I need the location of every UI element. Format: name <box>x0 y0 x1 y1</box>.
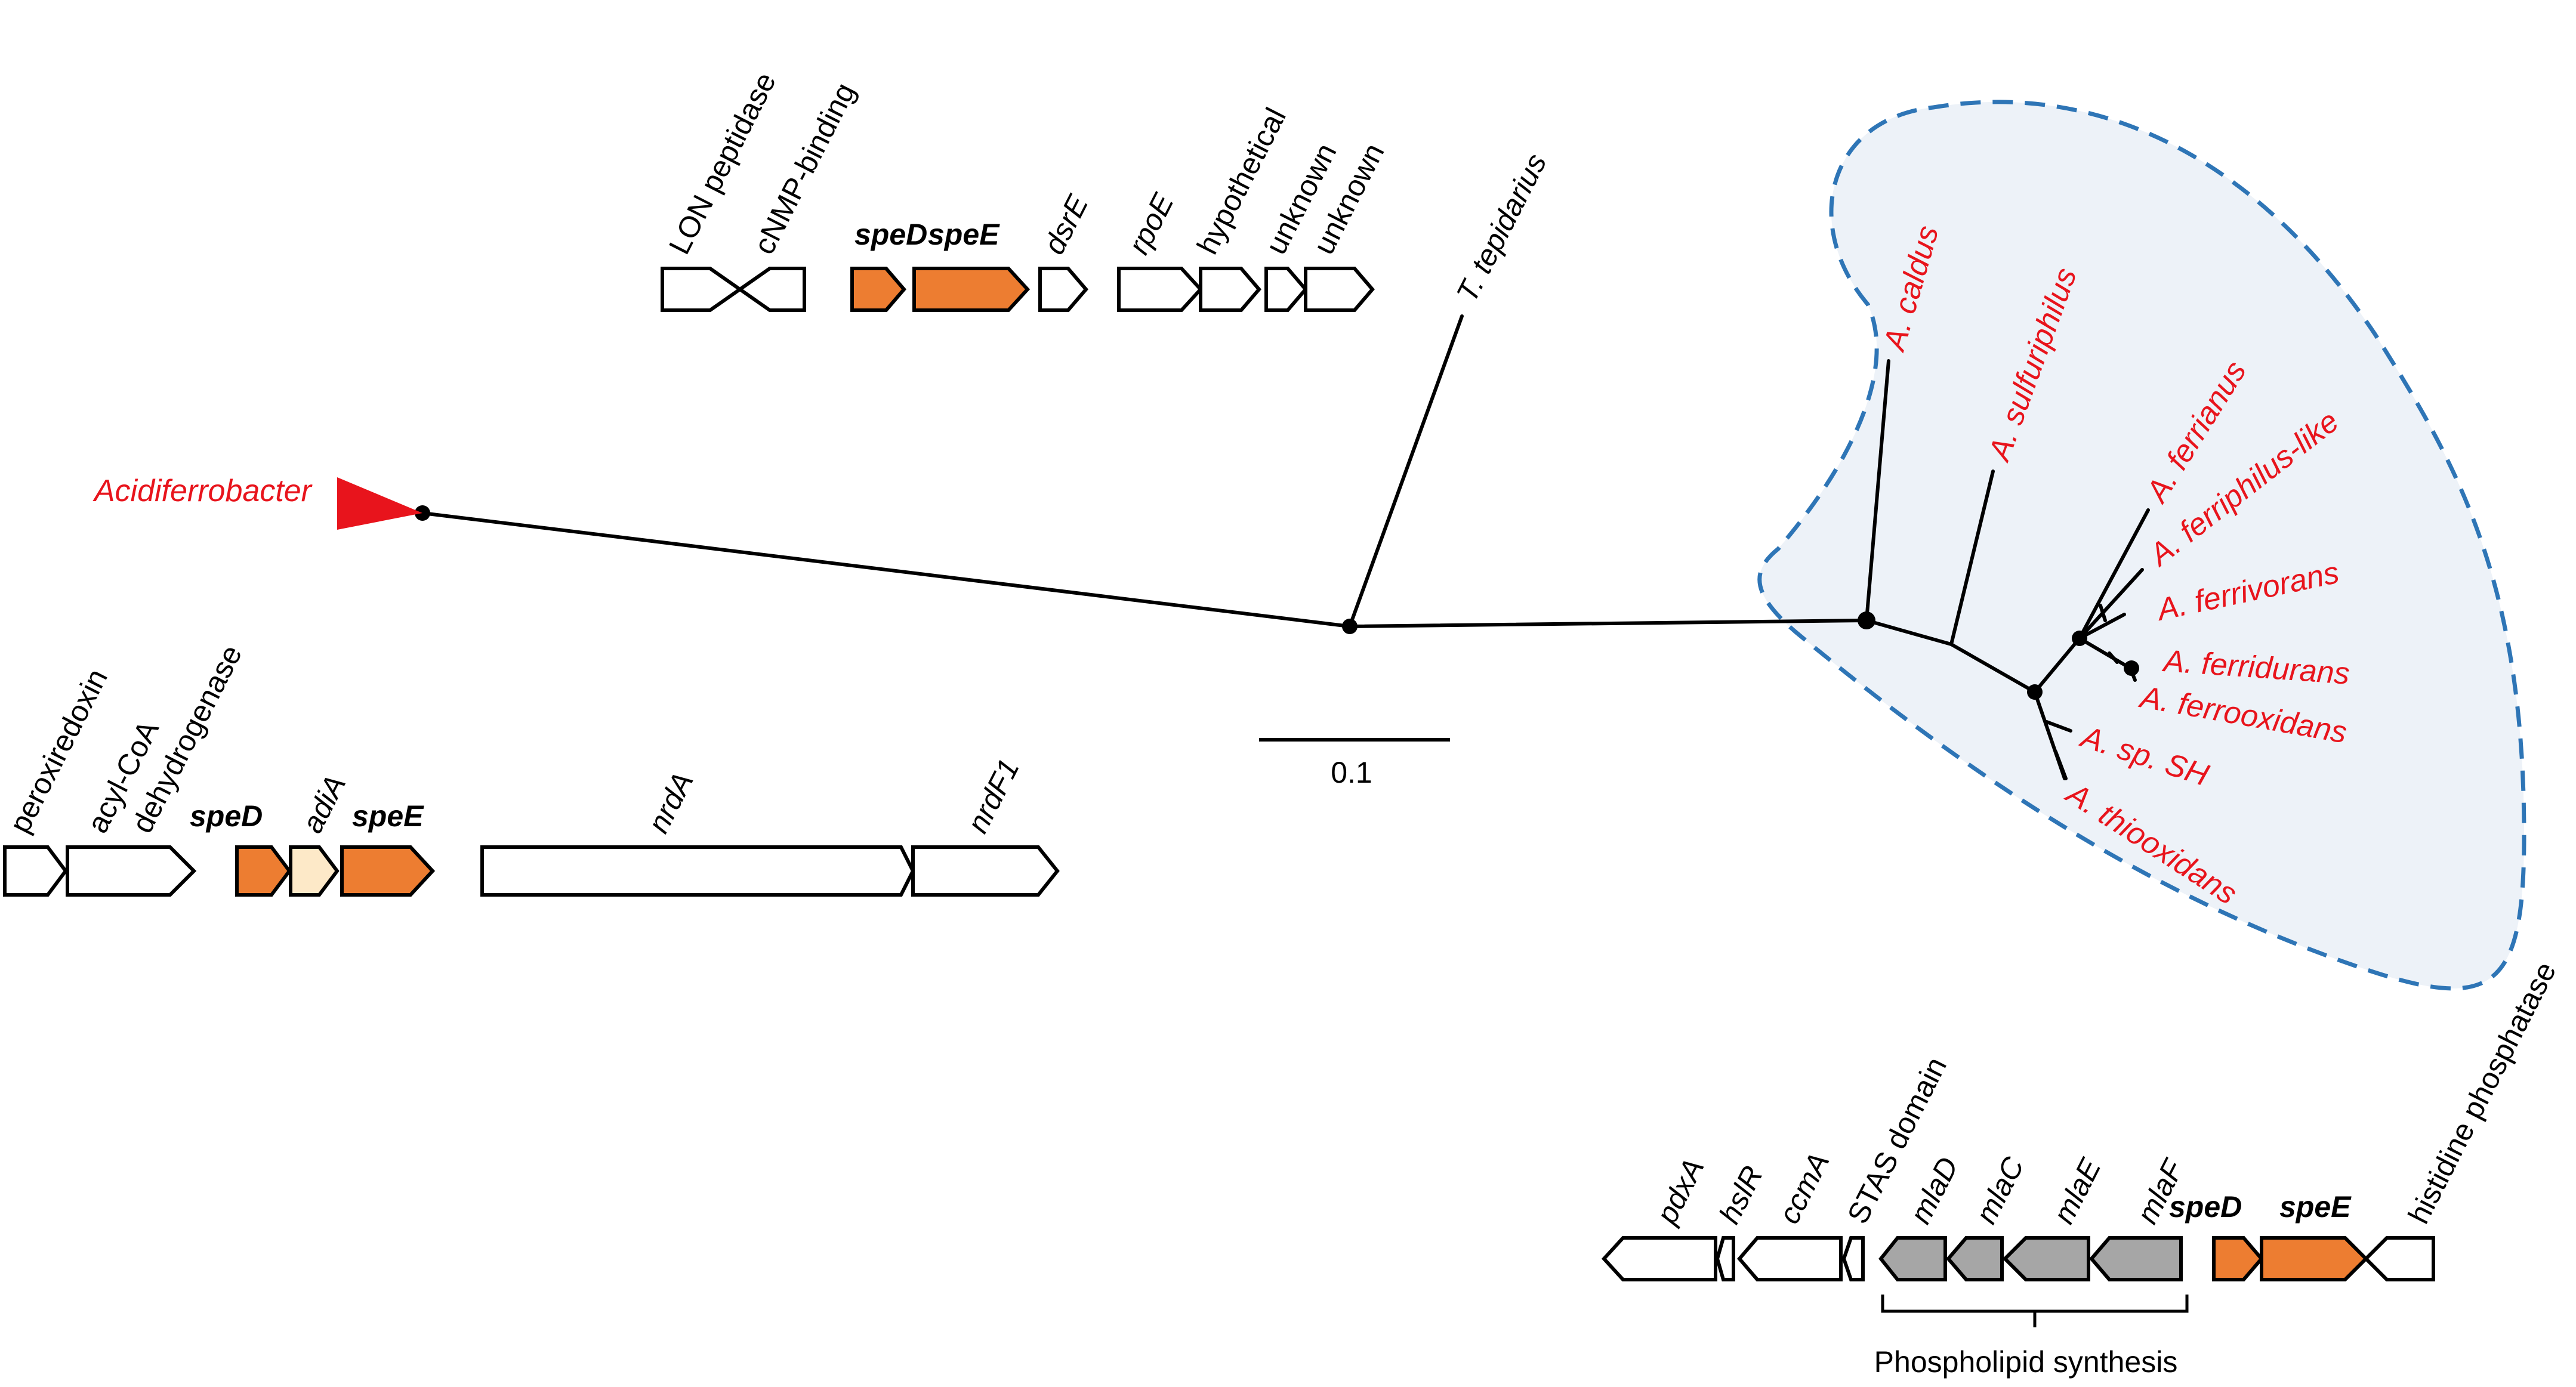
gene-nrda <box>480 845 915 897</box>
label-top-spee: speE <box>928 218 1000 251</box>
gene-bottom-sped <box>2212 1236 2264 1281</box>
gene-unknown-2 <box>1304 267 1375 312</box>
branch-tepidarius <box>1348 314 1464 628</box>
gene-top-sped <box>850 267 906 312</box>
branch-ferrivorans <box>2078 613 2126 640</box>
label-left-spee: speE <box>352 799 424 833</box>
gene-mlac <box>1946 1236 2004 1281</box>
gene-dsre <box>1038 267 1088 312</box>
branch-sp-sh <box>2045 720 2072 733</box>
gene-left-spee <box>340 845 436 897</box>
branch-thiooxidans <box>2054 750 2068 780</box>
gene-mlae <box>2002 1236 2090 1281</box>
label-nrda: nrdA <box>641 767 700 838</box>
label-left-sped: speD <box>190 799 263 833</box>
clade-highlight-region <box>1757 100 2526 991</box>
gene-mlaf <box>2089 1236 2183 1281</box>
phospholipid-bracket <box>1881 1295 2189 1327</box>
label-mlae: mlaE <box>2047 1153 2108 1229</box>
gene-left-sped <box>235 845 292 897</box>
gene-peroxiredoxin <box>3 845 68 897</box>
node-clade-root <box>1858 611 1875 629</box>
scale-bar-label: 0.1 <box>1331 756 1372 789</box>
gene-cluster-bottom: pdxA hslR ccmA STAS domain mlaD mlaC mla… <box>1601 957 2562 1379</box>
acidiferrobacter-collapsed-clade <box>337 477 422 530</box>
gene-histidine-phosphatase <box>2363 1236 2435 1281</box>
label-nrdf1: nrdF1 <box>961 753 1026 838</box>
gene-mlad <box>1878 1236 1947 1281</box>
branch-sulfuriphilus <box>1949 469 1995 646</box>
label-bottom-spee: speE <box>2279 1190 2352 1224</box>
label-ccma: ccmA <box>1772 1147 1836 1229</box>
gene-pdxa <box>1601 1236 1717 1281</box>
taxon-acidiferrobacter: Acidiferrobacter <box>92 474 313 508</box>
gene-unknown-1 <box>1264 267 1308 312</box>
label-dsre: dsrE <box>1037 189 1095 260</box>
label-adia: adiA <box>295 770 352 838</box>
node-root <box>1342 619 1358 634</box>
gene-hypothetical <box>1199 267 1261 312</box>
taxon-tepidarius: T. tepidarius <box>1450 149 1553 307</box>
gene-adia <box>289 845 340 897</box>
branch-tick-1 <box>2099 604 2107 622</box>
tree-nodes <box>415 505 2139 700</box>
branch-caldus <box>1865 359 1890 622</box>
gene-rpoe <box>1117 267 1204 312</box>
label-pdxa: pdxA <box>1649 1153 1711 1230</box>
label-top-sped: speD <box>854 218 927 251</box>
branch-acidiferrobacter <box>421 511 1352 628</box>
gene-cluster-left: peroxiredoxin acyl-CoA dehydrogenase spe… <box>3 640 1060 897</box>
branch-tick-2 <box>2108 651 2119 664</box>
label-rpoe: rpoE <box>1122 188 1180 260</box>
label-bottom-sped: speD <box>2169 1190 2242 1224</box>
node-inner <box>2027 684 2043 700</box>
label-hslr: hslR <box>1713 1160 1769 1229</box>
gene-bottom-spee <box>2260 1236 2369 1281</box>
gene-cnmp-binding <box>736 267 806 312</box>
gene-ccma <box>1737 1236 1843 1281</box>
phospholipid-synthesis-label: Phospholipid synthesis <box>1874 1345 2178 1379</box>
branch-backbone <box>1348 619 1868 628</box>
gene-cluster-top: LON peptidase cNMP-binding speD speE dsr… <box>661 67 1391 312</box>
gene-top-spee <box>912 267 1031 312</box>
label-mlad: mlaD <box>1904 1152 1965 1229</box>
branch-ferrianus <box>2078 508 2150 640</box>
branch-ferri-group <box>2033 637 2081 694</box>
node-ferri <box>2072 631 2087 646</box>
node-ferridurans <box>2124 660 2139 676</box>
gene-stas-domain <box>1841 1236 1865 1281</box>
gene-acyl-coa-dehydrogenase <box>66 845 197 897</box>
branch-ferridurans <box>2078 637 2132 670</box>
label-histidine-phosphatase: histidine phosphatase <box>2402 957 2562 1229</box>
gene-nrdf1 <box>911 845 1060 897</box>
branch-ferriphilus <box>2078 568 2144 640</box>
gene-hslr <box>1715 1236 1735 1281</box>
gene-lon-peptidase <box>661 267 744 312</box>
label-mlac: mlaC <box>1969 1151 2031 1229</box>
scale-bar: 0.1 <box>1259 738 1450 789</box>
